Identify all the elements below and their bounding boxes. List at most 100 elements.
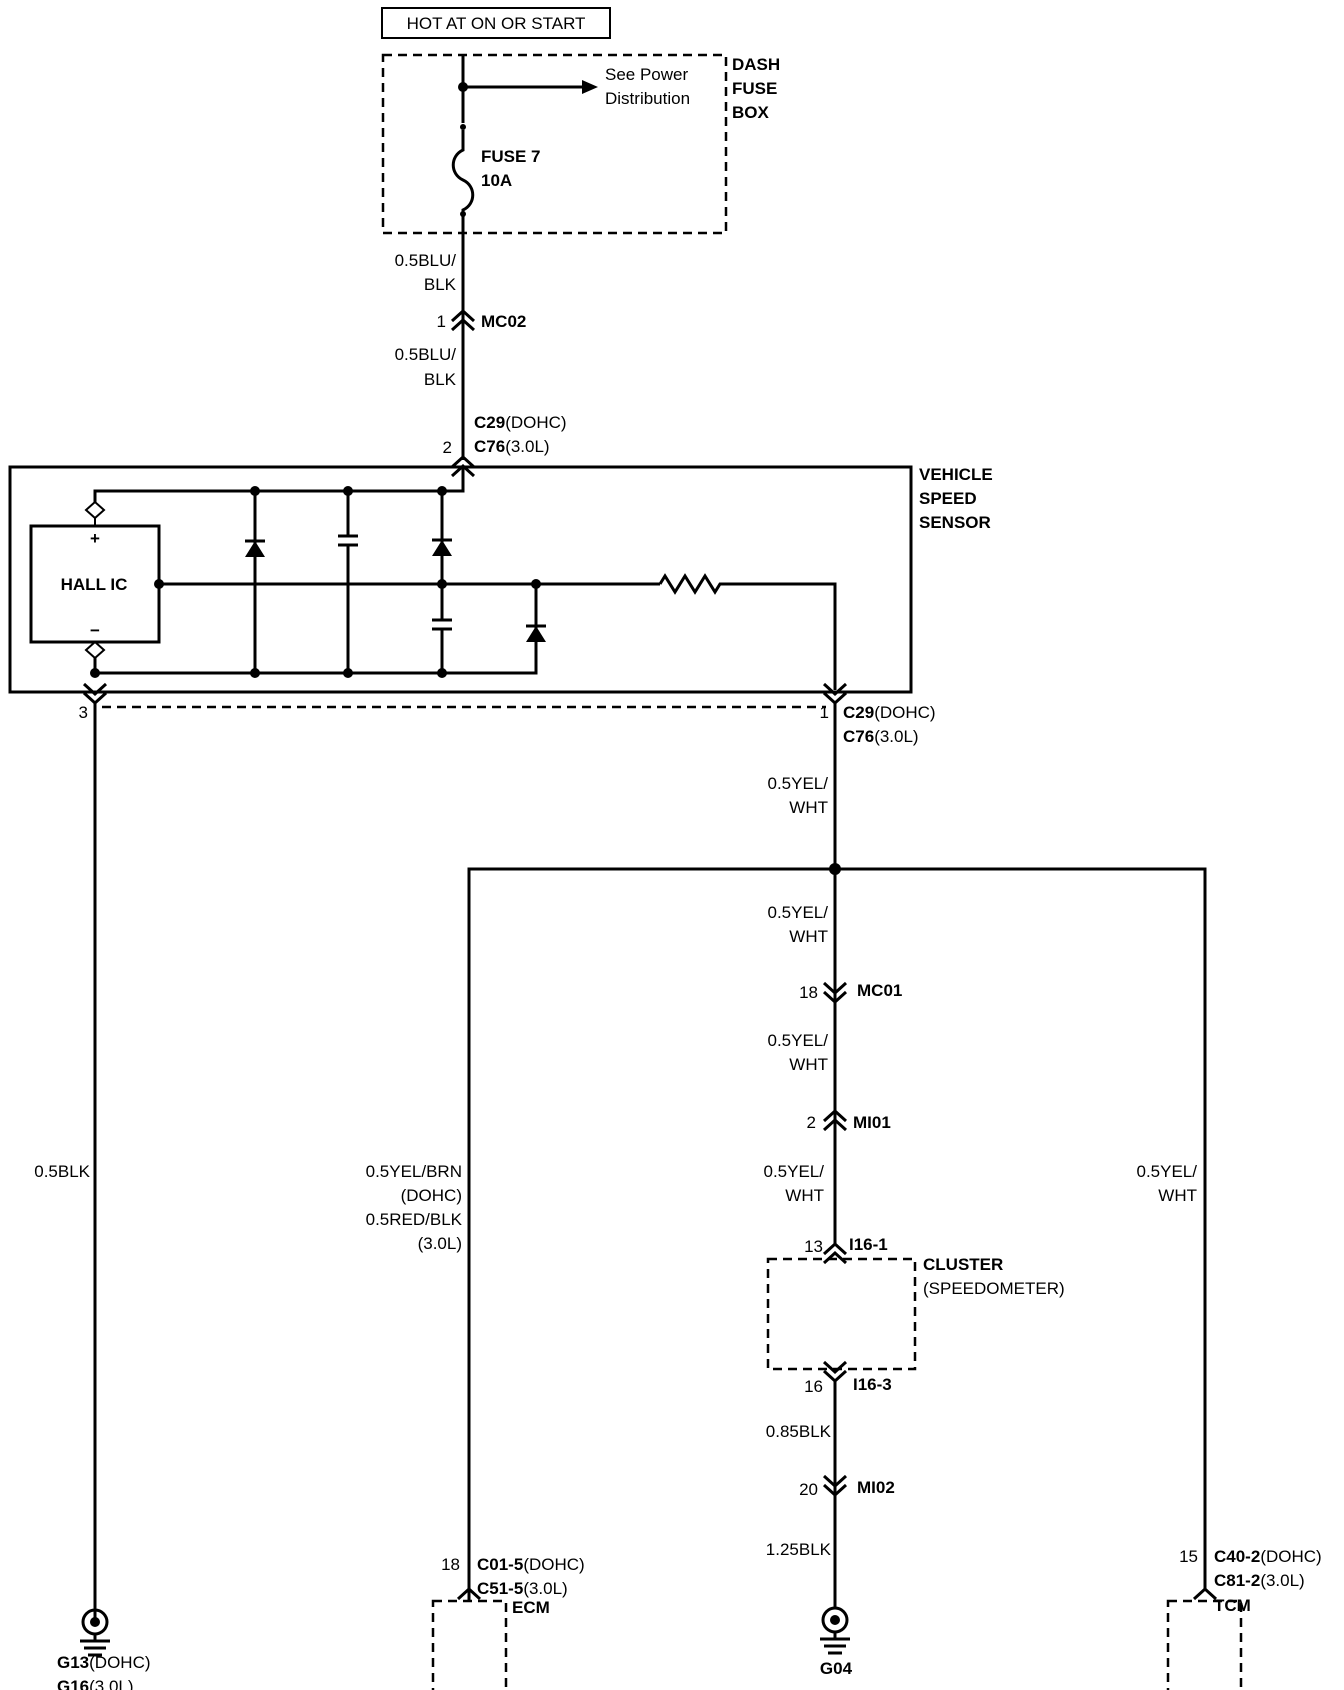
wire-color-label: 0.5YEL/ bbox=[768, 903, 829, 922]
svg-text:C01-5(DOHC): C01-5(DOHC) bbox=[477, 1555, 585, 1574]
wire-color-label: WHT bbox=[785, 1186, 824, 1205]
connector-name: MI02 bbox=[857, 1478, 895, 1497]
wire-color-label: BLK bbox=[424, 370, 457, 389]
tcm-box bbox=[1166, 1599, 1243, 1690]
ground-name: G13 bbox=[57, 1653, 89, 1672]
wire-color-label: WHT bbox=[789, 1055, 828, 1074]
connector-ecm bbox=[456, 1586, 482, 1601]
wire-color-label: 0.5YEL/ bbox=[768, 1031, 829, 1050]
fuse-7-symbol bbox=[451, 130, 475, 214]
ecm-label: ECM bbox=[512, 1598, 550, 1617]
connector-variant: (DOHC) bbox=[523, 1555, 584, 1574]
connector-i16-3 bbox=[822, 1360, 848, 1375]
wire-color-label: 1.25BLK bbox=[766, 1540, 832, 1559]
vss-label: SENSOR bbox=[919, 513, 991, 532]
svg-text:C76(3.0L): C76(3.0L) bbox=[843, 727, 919, 746]
connector-variant: (DOHC) bbox=[874, 703, 935, 722]
connector-pin: 15 bbox=[1179, 1547, 1198, 1566]
wire-color-label: WHT bbox=[1158, 1186, 1197, 1205]
wire-color-label: 0.5RED/BLK bbox=[366, 1210, 463, 1229]
wire-color-label: BLK bbox=[424, 275, 457, 294]
ground-name: G16 bbox=[57, 1677, 89, 1690]
wire-color-label: 0.5BLK bbox=[34, 1162, 90, 1181]
ecm-box bbox=[431, 1599, 508, 1690]
diode-symbol bbox=[432, 540, 452, 556]
dash-fuse-box-label: BOX bbox=[732, 103, 770, 122]
wire-color-label: WHT bbox=[789, 798, 828, 817]
connector-pin: 16 bbox=[804, 1377, 823, 1396]
wire-color-label: 0.5BLU/ bbox=[395, 345, 457, 364]
wire-color-label: 0.5YEL/ bbox=[768, 774, 829, 793]
connector-name: C51-5 bbox=[477, 1579, 523, 1598]
vss-label: SPEED bbox=[919, 489, 977, 508]
svg-text:G16(3.0L): G16(3.0L) bbox=[57, 1677, 134, 1690]
connector-name: MI01 bbox=[853, 1113, 891, 1132]
connector-pin: 18 bbox=[799, 983, 818, 1002]
power-label: HOT AT ON OR START bbox=[407, 14, 586, 33]
wire-color-label: 0.5YEL/ bbox=[1137, 1162, 1198, 1181]
connector-mc02 bbox=[450, 308, 476, 323]
wire-color-label: 0.5YEL/BRN bbox=[366, 1162, 462, 1181]
connector-name: I16-3 bbox=[853, 1375, 892, 1394]
connector-name: C01-5 bbox=[477, 1555, 523, 1574]
svg-text:C51-5(3.0L): C51-5(3.0L) bbox=[477, 1579, 568, 1598]
wire-color-label: (3.0L) bbox=[418, 1234, 462, 1253]
connector-variant: (DOHC) bbox=[1260, 1547, 1321, 1566]
connector-pin: 1 bbox=[820, 703, 829, 722]
svg-text:G13(DOHC): G13(DOHC) bbox=[57, 1653, 151, 1672]
cluster-box bbox=[766, 1257, 917, 1371]
ground-name: G04 bbox=[820, 1659, 853, 1678]
ground-variant: (3.0L) bbox=[89, 1677, 133, 1690]
hall-ic-minus: − bbox=[90, 621, 100, 640]
ground-variant: (DOHC) bbox=[89, 1653, 150, 1672]
connector-i16-1 bbox=[822, 1241, 848, 1256]
connector-name: C29 bbox=[843, 703, 874, 722]
connector-mc01 bbox=[822, 981, 848, 996]
hall-ic-label: HALL IC bbox=[61, 575, 128, 594]
cluster-label: (SPEEDOMETER) bbox=[923, 1279, 1065, 1298]
connector-variant: (3.0L) bbox=[874, 727, 918, 746]
connector-pin: 1 bbox=[437, 312, 446, 331]
power-label-box bbox=[381, 7, 611, 39]
vss-label: VEHICLE bbox=[919, 465, 993, 484]
connector-name: C81-2 bbox=[1214, 1571, 1260, 1590]
diode-symbol bbox=[526, 626, 546, 642]
connector-name: MC02 bbox=[481, 312, 526, 331]
connector-pin: 20 bbox=[799, 1480, 818, 1499]
svg-text:C29(DOHC): C29(DOHC) bbox=[843, 703, 936, 722]
resistor-symbol bbox=[658, 573, 837, 690]
connector-name: C76 bbox=[843, 727, 874, 746]
connector-mi02 bbox=[822, 1474, 848, 1489]
see-power-distribution: Distribution bbox=[605, 89, 690, 108]
connector-pin: 2 bbox=[807, 1113, 816, 1132]
connector-name: C40-2 bbox=[1214, 1547, 1260, 1566]
svg-text:C76(3.0L): C76(3.0L) bbox=[474, 437, 550, 456]
wire-color-label: 0.85BLK bbox=[766, 1422, 832, 1441]
connector-name: I16-1 bbox=[849, 1235, 888, 1254]
cluster-label: CLUSTER bbox=[923, 1255, 1003, 1274]
dash-fuse-box bbox=[381, 53, 728, 235]
diode-symbol bbox=[245, 541, 265, 557]
wire-color-label: 0.5YEL/ bbox=[764, 1162, 825, 1181]
svg-text:C29(DOHC): C29(DOHC) bbox=[474, 413, 567, 432]
connector-mi01 bbox=[822, 1108, 848, 1123]
fuse-label: FUSE 7 bbox=[481, 147, 541, 166]
connector-pin: 13 bbox=[804, 1237, 823, 1256]
wire-color-label: (DOHC) bbox=[401, 1186, 462, 1205]
dash-fuse-box-label: FUSE bbox=[732, 79, 777, 98]
connector-name: MC01 bbox=[857, 981, 902, 1000]
svg-text:C40-2(DOHC): C40-2(DOHC) bbox=[1214, 1547, 1322, 1566]
wire-color-label: 0.5BLU/ bbox=[395, 251, 457, 270]
connector-pin: 18 bbox=[441, 1555, 460, 1574]
tcm-label: TCM bbox=[1214, 1596, 1251, 1615]
wire-color-label: WHT bbox=[789, 927, 828, 946]
vehicle-speed-sensor-box bbox=[8, 465, 913, 694]
see-power-distribution: See Power bbox=[605, 65, 688, 84]
connector-vss-ground bbox=[82, 682, 108, 697]
connector-variant: (3.0L) bbox=[1260, 1571, 1304, 1590]
dash-fuse-box-label: DASH bbox=[732, 55, 780, 74]
connector-vss-top bbox=[450, 454, 476, 469]
connector-vss-output bbox=[822, 682, 848, 697]
connector-pin: 2 bbox=[443, 438, 452, 457]
